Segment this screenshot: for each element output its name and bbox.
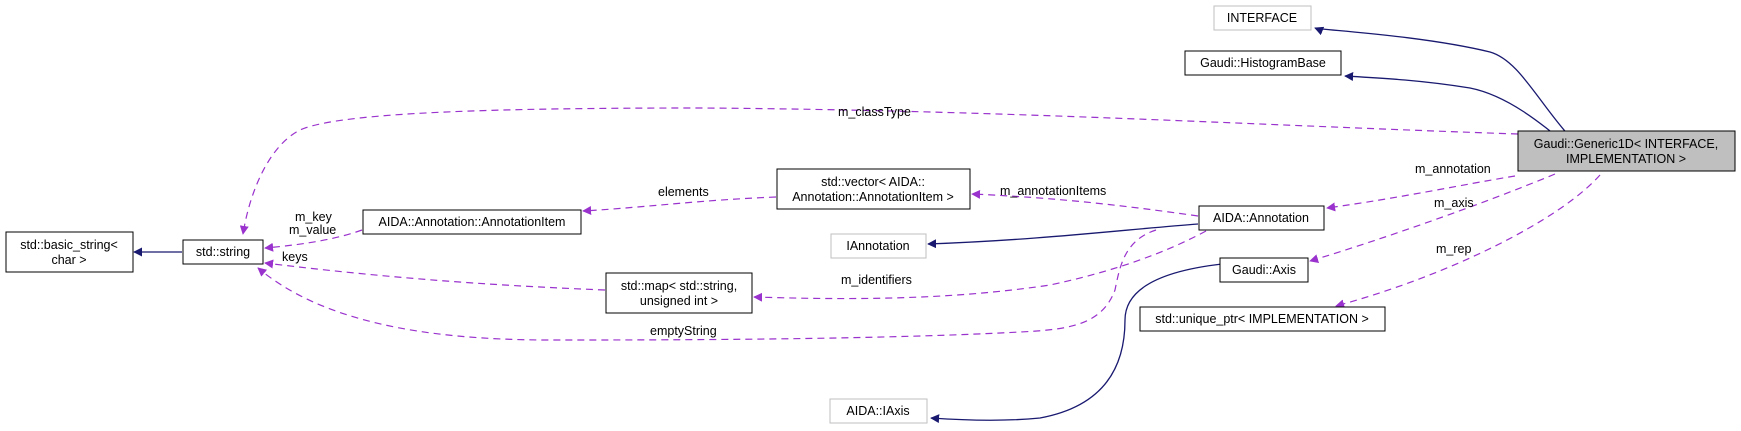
edge-labels: m_classType m_annotation m_axis m_rep m_… <box>282 105 1491 338</box>
edge-annotation-to-iannotation <box>927 223 1199 249</box>
node-histogram-base-label: Gaudi::HistogramBase <box>1200 56 1326 70</box>
node-unique-ptr-label: std::unique_ptr< IMPLEMENTATION > <box>1155 312 1369 326</box>
node-gaudi-axis[interactable]: Gaudi::Axis <box>1219 257 1309 283</box>
edge-label-m-axis: m_axis <box>1434 196 1474 210</box>
edge-label-m-annotation: m_annotation <box>1415 162 1491 176</box>
node-vector-annotation-item-line2: Annotation::AnnotationItem > <box>792 190 954 204</box>
node-basic-string[interactable]: std::basic_string< char > <box>5 231 134 273</box>
node-std-map-line1: std::map< std::string, <box>621 279 737 293</box>
edge-label-m-annotationitems: m_annotationItems <box>1000 184 1106 198</box>
node-aida-annotation[interactable]: AIDA::Annotation <box>1198 205 1325 231</box>
edge-m-key-m-value <box>264 229 363 252</box>
node-basic-string-line1: std::basic_string< <box>20 238 118 252</box>
edge-m-axis <box>1309 173 1556 263</box>
edge-m-classtype <box>239 107 1519 235</box>
usage-edges <box>239 107 1601 341</box>
inheritance-edges <box>133 26 1596 424</box>
edge-generic1d-to-interface <box>1314 26 1596 162</box>
node-std-string-label: std::string <box>196 245 250 259</box>
edge-elements <box>582 196 777 216</box>
edge-label-m-identifiers: m_identifiers <box>841 273 912 287</box>
node-aida-annotation-label: AIDA::Annotation <box>1213 211 1309 225</box>
edge-keys <box>264 259 606 291</box>
node-iannotation[interactable]: IAnnotation <box>830 233 927 259</box>
edge-label-emptystring: emptyString <box>650 324 717 338</box>
node-annotation-item[interactable]: AIDA::Annotation::AnnotationItem <box>362 209 582 235</box>
edge-axis-to-iaxis <box>930 263 1223 424</box>
node-generic1d-line2: IMPLEMENTATION > <box>1566 152 1686 166</box>
node-vector-annotation-item-line1: std::vector< AIDA:: <box>821 175 925 189</box>
edge-m-annotationitems <box>971 189 1199 217</box>
edge-label-keys: keys <box>282 250 308 264</box>
node-basic-string-line2: char > <box>51 253 86 267</box>
edge-label-elements: elements <box>658 185 709 199</box>
node-histogram-base[interactable]: Gaudi::HistogramBase <box>1184 50 1342 76</box>
node-interface[interactable]: INTERFACE <box>1213 5 1312 31</box>
edge-emptystring <box>257 229 1157 341</box>
node-generic1d-line1: Gaudi::Generic1D< INTERFACE, <box>1534 137 1718 151</box>
edge-label-m-key: m_key <box>295 210 333 224</box>
node-vector-annotation-item[interactable]: std::vector< AIDA:: Annotation::Annotati… <box>776 168 971 210</box>
node-unique-ptr[interactable]: std::unique_ptr< IMPLEMENTATION > <box>1139 306 1386 332</box>
edge-label-m-value: m_value <box>289 223 336 237</box>
edge-generic1d-to-histogram-base <box>1344 71 1586 162</box>
node-gaudi-axis-label: Gaudi::Axis <box>1232 263 1296 277</box>
node-annotation-item-label: AIDA::Annotation::AnnotationItem <box>379 215 566 229</box>
node-std-map[interactable]: std::map< std::string, unsigned int > <box>605 272 753 314</box>
edge-m-identifiers <box>753 230 1207 302</box>
edge-label-m-classtype: m_classType <box>838 105 911 119</box>
node-aida-iaxis[interactable]: AIDA::IAxis <box>829 398 928 424</box>
node-std-string[interactable]: std::string <box>182 239 264 265</box>
edge-m-rep <box>1335 174 1601 309</box>
node-iannotation-label: IAnnotation <box>846 239 909 253</box>
node-interface-label: INTERFACE <box>1227 11 1297 25</box>
node-aida-iaxis-label: AIDA::IAxis <box>846 404 909 418</box>
node-std-map-line2: unsigned int > <box>640 294 718 308</box>
node-generic1d[interactable]: Gaudi::Generic1D< INTERFACE, IMPLEMENTAT… <box>1517 130 1736 172</box>
edge-m-annotation <box>1326 175 1516 212</box>
edge-label-m-rep: m_rep <box>1436 242 1471 256</box>
